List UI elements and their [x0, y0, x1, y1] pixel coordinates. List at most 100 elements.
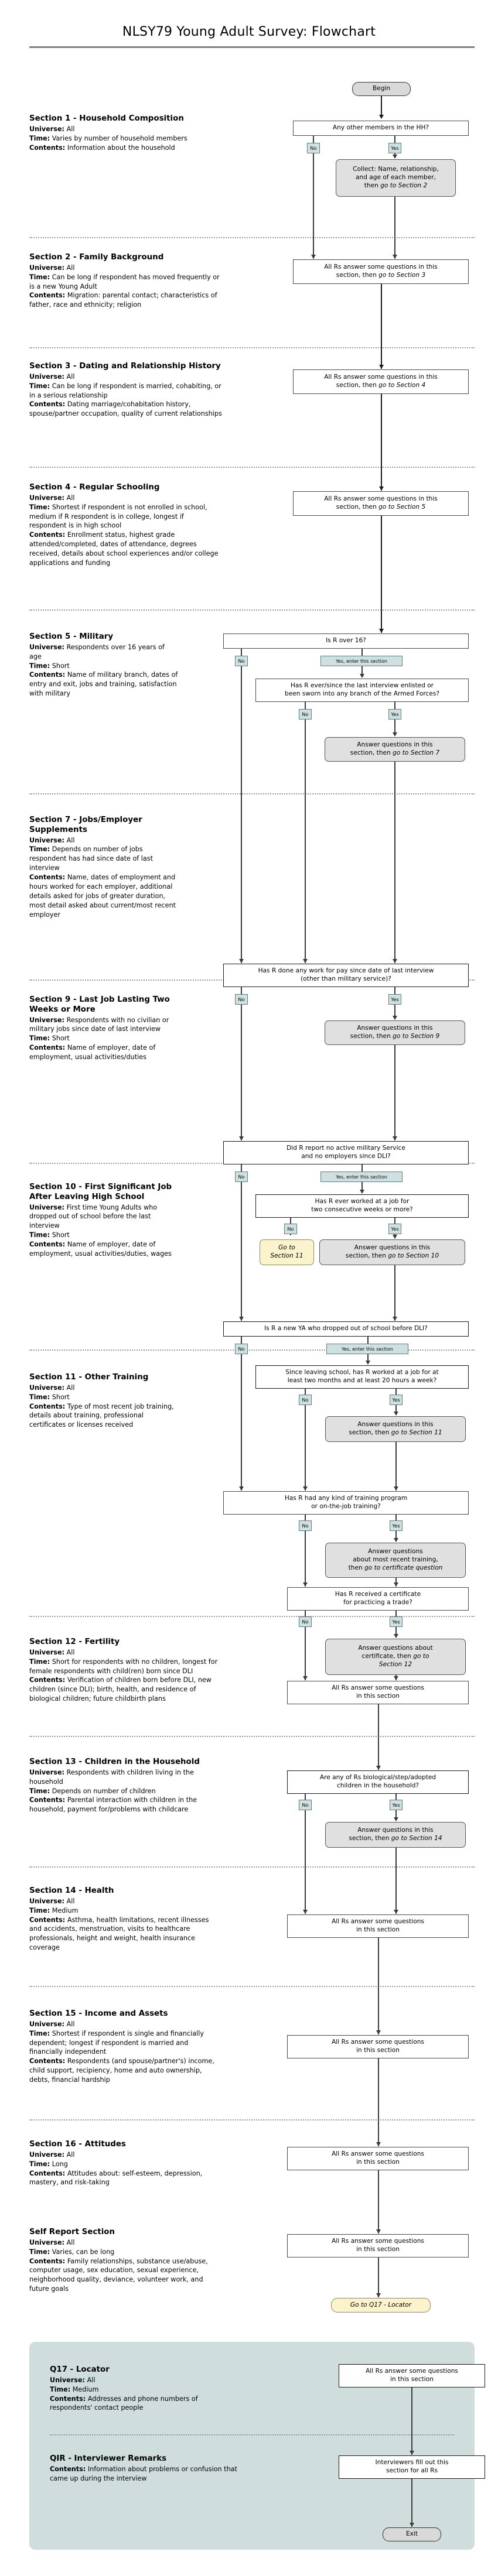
flow-process-answer-goto-section10[interactable]: Answer questions in this section, then g… [319, 1239, 465, 1265]
flow-process-answer-goto-section14[interactable]: Answer questions in this section, then g… [325, 1822, 466, 1848]
arrow-head [394, 1910, 399, 1914]
branch-label-no[interactable]: No [235, 1171, 248, 1182]
branch-label-yes[interactable]: Yes [388, 1224, 401, 1234]
section-divider [29, 609, 475, 611]
section-divider [29, 1349, 475, 1351]
flow-question-two-consecutive-weeks[interactable]: Has R ever worked at a job for two conse… [255, 1194, 469, 1218]
branch-label-no[interactable]: No [299, 1616, 312, 1627]
connector-line-no [305, 1794, 306, 1914]
branch-label-no[interactable]: No [299, 1800, 312, 1810]
flow-question-hh-members[interactable]: Any other members in the HH? [293, 121, 469, 136]
connector-line-no [241, 1164, 242, 1321]
section-block-2: Section 2 - Family Background Universe: … [29, 253, 223, 310]
flow-process-answer-goto-section9[interactable]: Answer questions in this section, then g… [325, 1020, 465, 1045]
arrow-head [394, 1538, 399, 1542]
branch-label-no[interactable]: No [284, 1224, 297, 1234]
section-block-qir: QIR - Interviewer Remarks Contents: Info… [50, 2454, 243, 2483]
arrow-head [393, 155, 398, 159]
section-universe: Universe: All [29, 836, 75, 844]
section-time: Time: Varies by number of household memb… [29, 134, 187, 142]
flow-question-over-16[interactable]: Is R over 16? [223, 633, 469, 649]
flow-process-section3-all-rs[interactable]: All Rs answer some questions in this sec… [293, 369, 469, 394]
section-time: Time: Varies, can be long [29, 2248, 115, 2256]
section-title: Section 16 - Attitudes [29, 2140, 126, 2149]
branch-label-yes-enter[interactable]: Yes, enter this section [320, 1171, 403, 1182]
flow-process-q17-all-rs[interactable]: All Rs answer some questions in this sec… [339, 2364, 485, 2387]
flow-process-collect-members[interactable]: Collect: Name, relationship, and age of … [336, 159, 456, 197]
section-time: Time: Can be long if respondent has move… [29, 273, 220, 290]
connector-line [395, 1848, 397, 1914]
arrow-head [303, 959, 308, 963]
arrow-head [393, 1317, 398, 1321]
arrow-head [393, 732, 398, 737]
flow-question-no-military-no-employers[interactable]: Did R report no active military Service … [223, 1141, 469, 1164]
section-time: Time: Shortest if respondent is single a… [29, 2029, 204, 2056]
flow-process-section16-all-rs[interactable]: All Rs answer some questions in this sec… [287, 2147, 469, 2170]
flow-process-answer-certificate-goto-section12[interactable]: Answer questions about certificate, then… [325, 1639, 466, 1675]
flow-question-training-program[interactable]: Has R had any kind of training program o… [223, 1491, 469, 1515]
arrow-head [379, 115, 384, 119]
section-universe: Universe: All [29, 2238, 75, 2246]
connector-line-no [241, 987, 242, 1140]
section-time: Time: Short [29, 662, 70, 670]
arrow-head [394, 1412, 399, 1416]
flow-begin-terminator[interactable]: Begin [352, 82, 411, 96]
section-universe: Universe: All [29, 1897, 75, 1905]
flow-process-answer-goto-section7[interactable]: Answer questions in this section, then g… [325, 737, 465, 762]
flow-goto-q17-locator[interactable]: Go to Q17 - Locator [331, 2298, 431, 2313]
arrow-head [394, 1486, 399, 1491]
flow-process-section15-all-rs[interactable]: All Rs answer some questions in this sec… [287, 2035, 469, 2058]
flow-process-self-report-all-rs[interactable]: All Rs answer some questions in this sec… [287, 2234, 469, 2258]
arrow-head [379, 629, 384, 633]
connector-line [394, 1265, 395, 1321]
section-time: Time: Short [29, 1393, 70, 1401]
branch-label-yes[interactable]: Yes [390, 1520, 403, 1531]
flow-question-children-in-household[interactable]: Are any of Rs biological/step/adopted ch… [287, 1770, 469, 1794]
flow-process-section4-all-rs[interactable]: All Rs answer some questions in this sec… [293, 491, 469, 516]
flow-process-answer-recent-training[interactable]: Answer questions about most recent train… [325, 1543, 466, 1578]
flow-process-answer-goto-section11[interactable]: Answer questions in this section, then g… [325, 1416, 466, 1442]
title-rule [29, 46, 475, 48]
section-contents: Contents: Parental interaction with chil… [29, 1796, 197, 1814]
section-divider [29, 1986, 475, 1987]
arrow-head [239, 1486, 244, 1491]
flow-goto-section11[interactable]: Go to Section 11 [260, 1239, 314, 1265]
section-time: Time: Shortest if respondent is not enro… [29, 503, 207, 530]
section-universe: Universe: All [29, 263, 75, 272]
branch-label-yes[interactable]: Yes [388, 994, 401, 1005]
branch-label-yes-enter[interactable]: Yes, enter this section [320, 656, 403, 666]
flow-exit-terminator[interactable]: Exit [383, 2527, 441, 2541]
connector-line [411, 2479, 412, 2527]
arrow-head [376, 2229, 381, 2234]
connector-line [394, 762, 395, 963]
section-block-15: Section 15 - Income and Assets Universe:… [29, 2009, 223, 2085]
arrow-head [410, 2523, 415, 2527]
flow-process-interviewer-remarks[interactable]: Interviewers fill out this section for a… [339, 2455, 485, 2479]
flow-question-new-ya-dropped-out[interactable]: Is R a new YA who dropped out of school … [223, 1321, 469, 1337]
flow-process-section2-all-rs[interactable]: All Rs answer some questions in this sec… [293, 259, 469, 284]
branch-label-no[interactable]: No [299, 1520, 312, 1531]
flow-question-enlisted-armed-forces[interactable]: Has R ever/since the last interview enli… [255, 679, 469, 702]
branch-label-yes[interactable]: Yes [390, 1395, 403, 1405]
branch-label-no[interactable]: No [307, 143, 320, 153]
flow-question-work-for-pay[interactable]: Has R done any work for pay since date o… [223, 964, 469, 987]
branch-label-no[interactable]: No [235, 994, 248, 1005]
branch-label-yes[interactable]: Yes [388, 709, 401, 720]
flow-process-section14-all-rs[interactable]: All Rs answer some questions in this sec… [287, 1914, 469, 1938]
flow-question-trade-certificate[interactable]: Has R received a certificate for practic… [287, 1587, 469, 1611]
flow-process-section12-all-rs[interactable]: All Rs answer some questions in this sec… [287, 1681, 469, 1704]
branch-label-yes[interactable]: Yes [388, 143, 401, 153]
branch-label-no[interactable]: No [299, 1395, 312, 1405]
branch-label-yes[interactable]: Yes [390, 1616, 403, 1627]
branch-label-no[interactable]: No [235, 1344, 248, 1354]
section-contents: Contents: Name of military branch, dates… [29, 671, 178, 698]
flow-question-since-leaving-school[interactable]: Since leaving school, has R worked at a … [255, 1365, 469, 1389]
branch-label-yes[interactable]: Yes [390, 1800, 403, 1810]
section-block-14: Section 14 - Health Universe: All Time: … [29, 1886, 223, 1952]
arrow-head [394, 1634, 399, 1638]
branch-label-no[interactable]: No [299, 709, 312, 720]
branch-label-no[interactable]: No [235, 656, 248, 666]
section-title: Section 9 - Last Job Lasting Two Weeks o… [29, 995, 170, 1014]
branch-label-yes-enter[interactable]: Yes, enter this section [326, 1344, 408, 1354]
section-universe: Universe: All [29, 2150, 75, 2159]
